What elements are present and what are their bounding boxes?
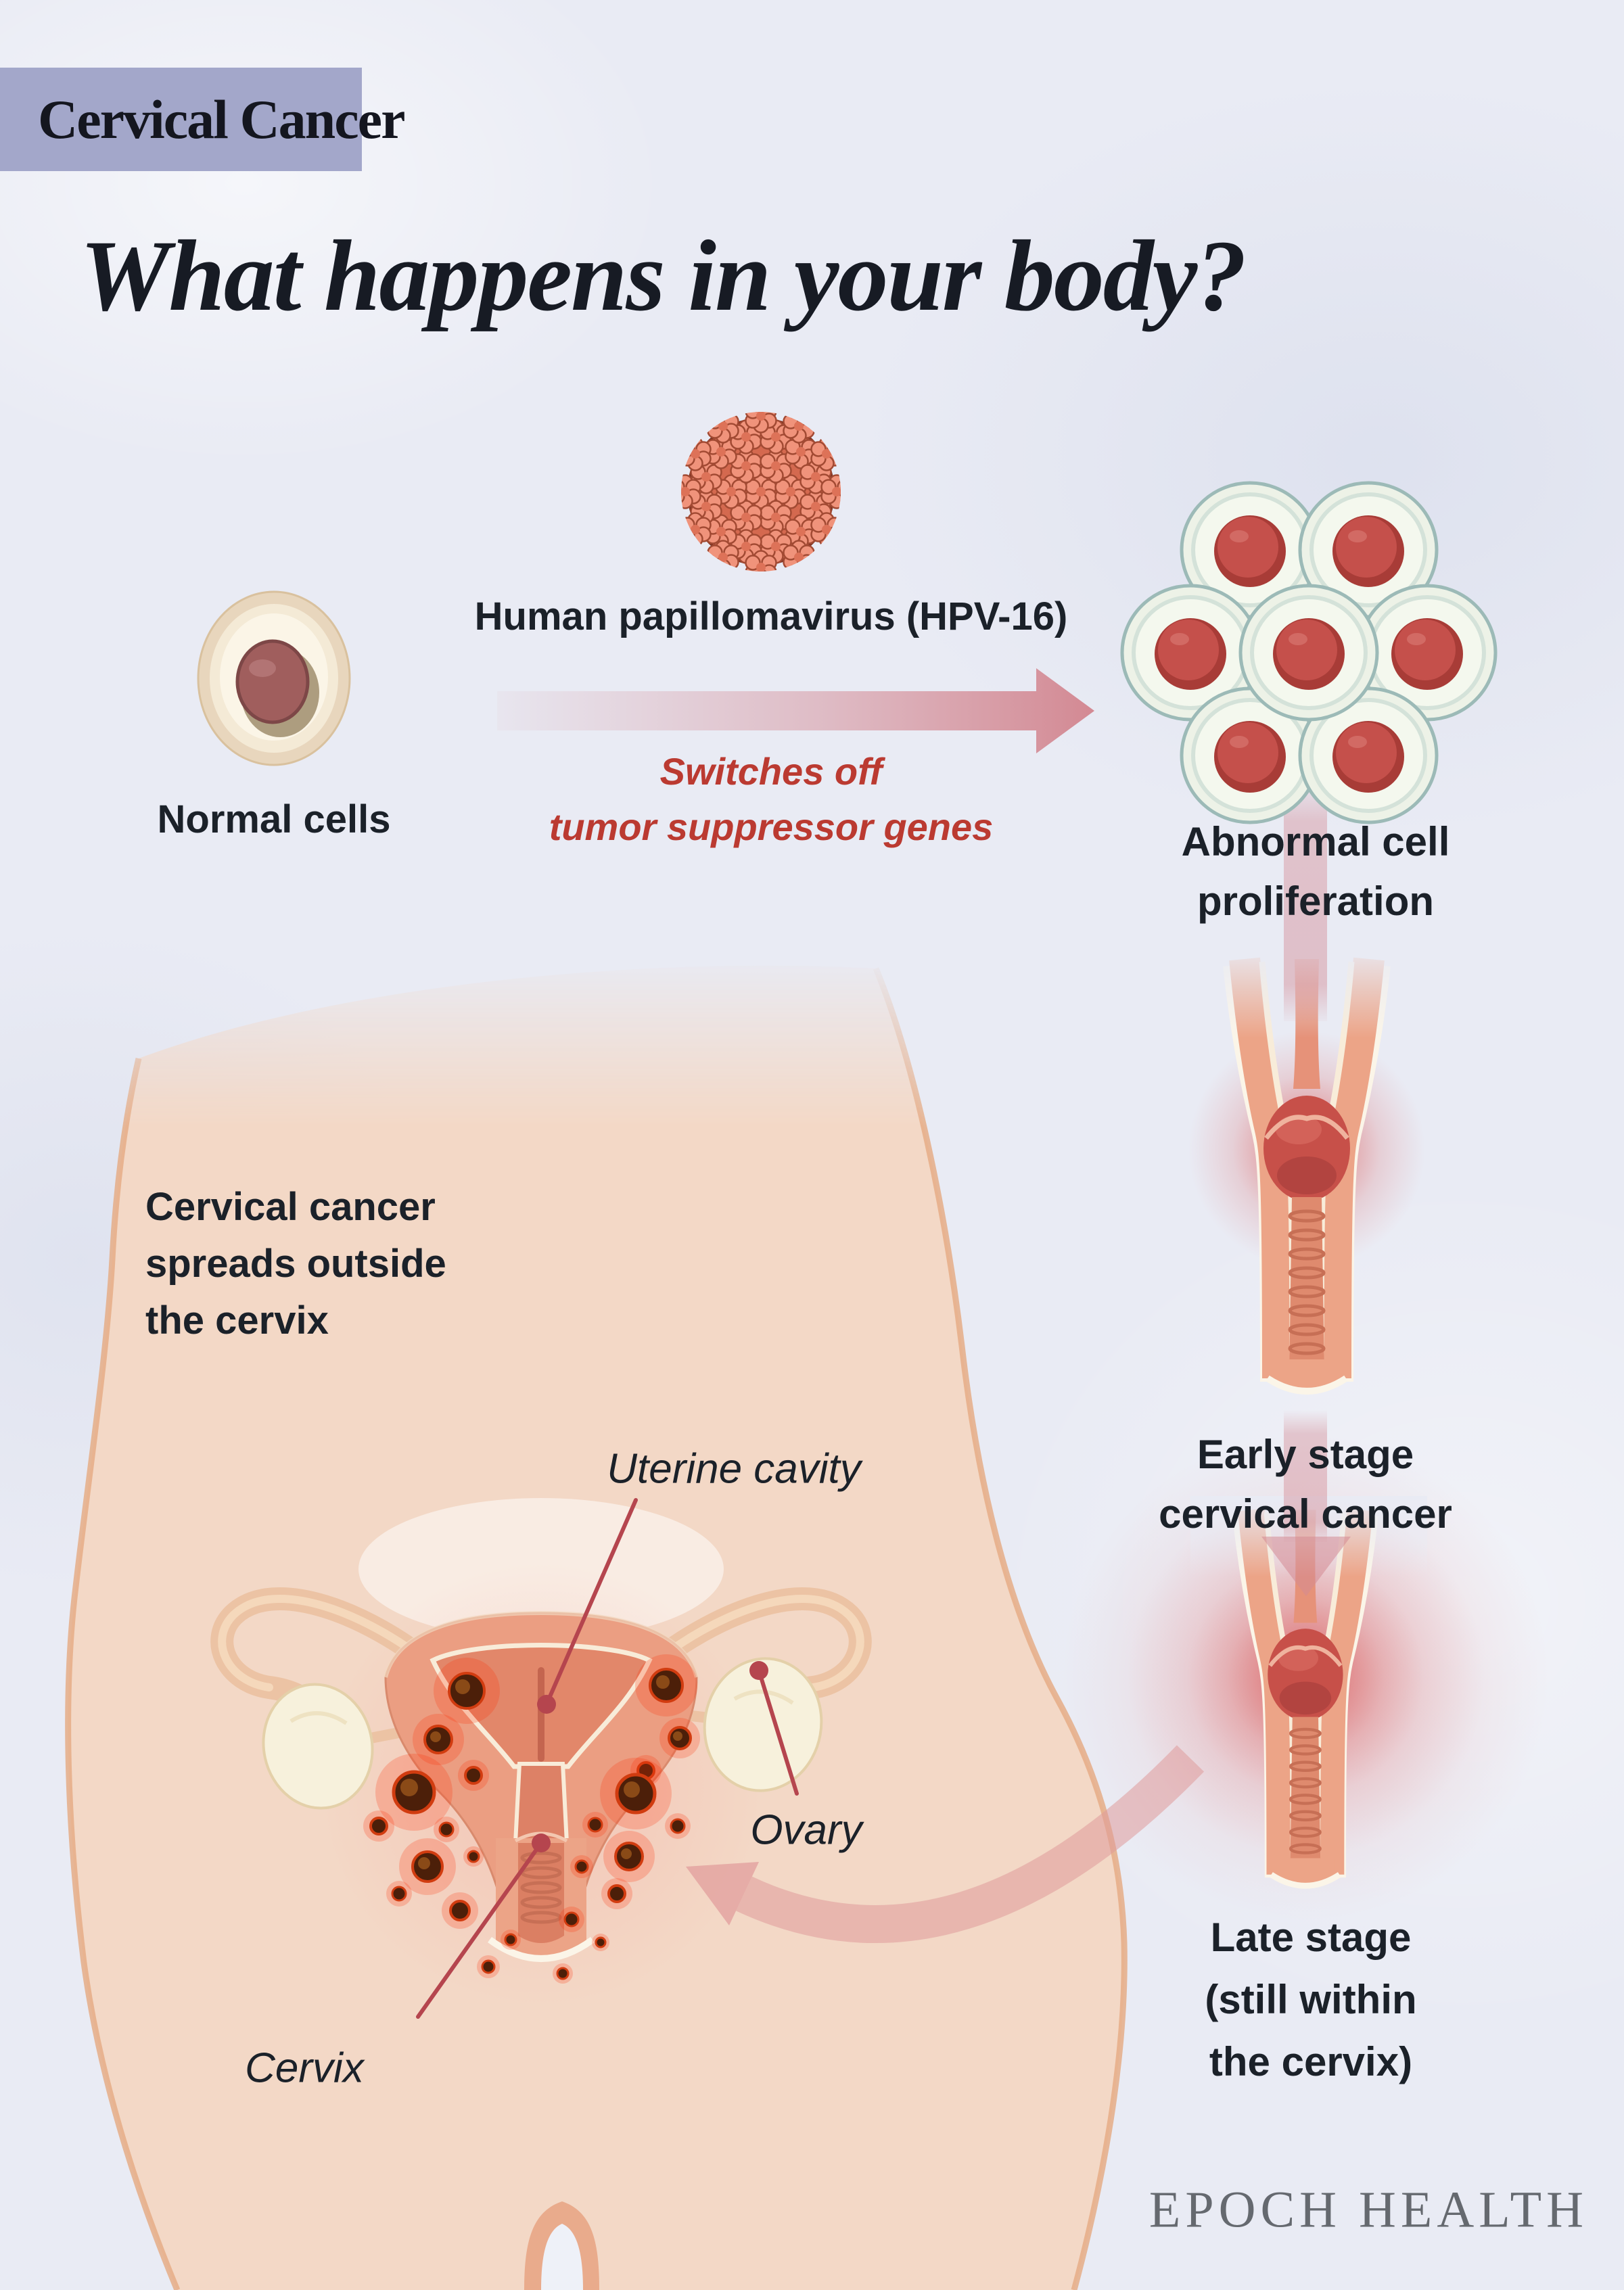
ovary-dot bbox=[749, 1661, 768, 1680]
crotch-line bbox=[524, 2201, 599, 2290]
hpv-arrow bbox=[497, 668, 1094, 753]
ovary-left-shape bbox=[262, 1683, 374, 1810]
uterine-cavity-label: Uterine cavity bbox=[607, 1445, 861, 1493]
virus-action-caption: Switches off tumor suppressor genes bbox=[549, 750, 994, 848]
leader-dots bbox=[532, 1661, 768, 1852]
cervix-leader-line bbox=[416, 1841, 543, 2019]
tumor-spots bbox=[363, 1654, 700, 1984]
normal-cells-label: Normal cells bbox=[157, 797, 391, 841]
cervix-dot bbox=[532, 1833, 551, 1852]
cervix-label: Cervix bbox=[245, 2044, 364, 2092]
poster-title: What happens in your body? bbox=[80, 220, 1247, 332]
fallopian-tube-left bbox=[210, 1587, 448, 1721]
uterus-illustration bbox=[210, 1498, 872, 2009]
uterine-cavity-dot bbox=[537, 1695, 556, 1714]
badge-label: Cervical Cancer bbox=[38, 88, 405, 150]
leader-lines bbox=[416, 1498, 799, 2019]
torso-left-edge bbox=[65, 1057, 181, 2290]
ovary-right-shape bbox=[703, 1657, 823, 1792]
ovary-leader-line bbox=[757, 1668, 799, 1796]
header-badge: Cervical Cancer bbox=[0, 68, 405, 171]
stage-arrow-2 bbox=[1261, 1410, 1351, 1596]
torso-right-edge bbox=[873, 967, 1128, 2290]
abnormal-cells-icon bbox=[1122, 483, 1495, 822]
abnormal-cells-label: Abnormal cell proliferation bbox=[1181, 819, 1450, 924]
spread-arrow bbox=[686, 1745, 1205, 1943]
brand-logo: EPOCH HEALTH bbox=[1149, 2181, 1588, 2239]
stage-arrow-1 bbox=[1284, 778, 1327, 1021]
early-stage-label: Early stage cervical cancer bbox=[1159, 1432, 1452, 1537]
hpv-virus-label: Human papillomavirus (HPV-16) bbox=[474, 594, 1068, 638]
hpv-virus-icon bbox=[681, 412, 841, 571]
normal-cell-icon bbox=[197, 590, 351, 766]
spread-note: Cervical cancer spreads outside the cerv… bbox=[145, 1185, 446, 1342]
late-stage-label: Late stage (still within the cervix) bbox=[1205, 1915, 1417, 2084]
uterine-cavity-leader-line bbox=[544, 1498, 638, 1706]
ovary-label: Ovary bbox=[750, 1806, 862, 1854]
